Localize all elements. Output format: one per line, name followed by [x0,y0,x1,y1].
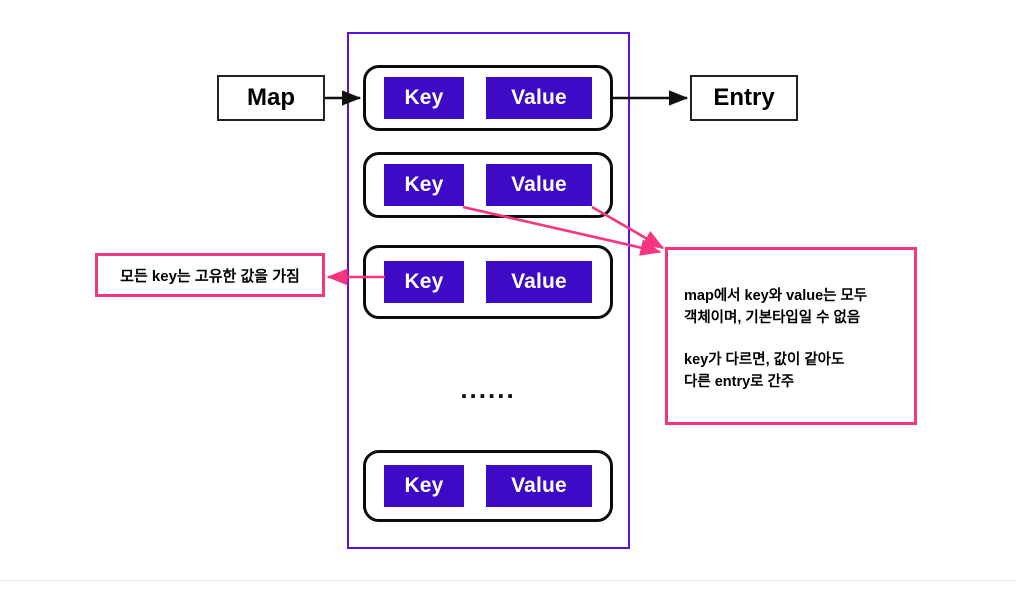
note-key-value-object: map에서 key와 value는 모두 객체이며, 기본타입일 수 없음 ke… [665,247,917,425]
entry-row: Key Value [363,152,613,218]
key-box: Key [384,465,464,507]
entry-row: Key Value [363,450,613,522]
value-box: Value [486,164,592,206]
key-box: Key [384,261,464,303]
entry-row: Key Value [363,245,613,319]
note-line-3: key가 다르면, 값이 같아도 [684,351,845,368]
note-paragraph-gap [684,330,898,349]
note-unique-key: 모든 key는 고유한 값을 가짐 [95,253,325,297]
note-line-4: 다른 entry로 간주 [684,374,795,391]
key-box: Key [384,164,464,206]
note-line-1: map에서 key와 value는 모두 [684,288,868,304]
note-line-2: 객체이며, 기본타입일 수 없음 [684,310,861,327]
value-box: Value [486,261,592,303]
ellipsis-label: ...... [460,374,516,404]
value-box: Value [486,77,592,119]
key-box: Key [384,77,464,119]
map-label-box: Map [217,75,325,121]
value-box: Value [486,465,592,507]
bottom-divider [0,580,1016,581]
entry-label-box: Entry [690,75,798,121]
entry-row: Key Value [363,65,613,131]
